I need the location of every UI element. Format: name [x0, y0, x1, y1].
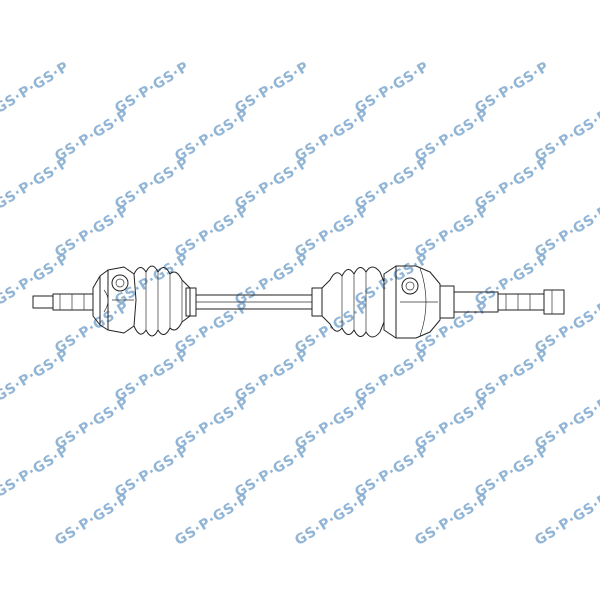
right-cv-joint: [383, 265, 455, 339]
main-shaft: [195, 294, 313, 310]
right-output-shaft: [453, 289, 565, 315]
left-cv-joint: [92, 266, 137, 334]
right-boot: [311, 266, 385, 338]
left-stub-shaft: [32, 293, 94, 311]
left-boot: [133, 265, 197, 337]
